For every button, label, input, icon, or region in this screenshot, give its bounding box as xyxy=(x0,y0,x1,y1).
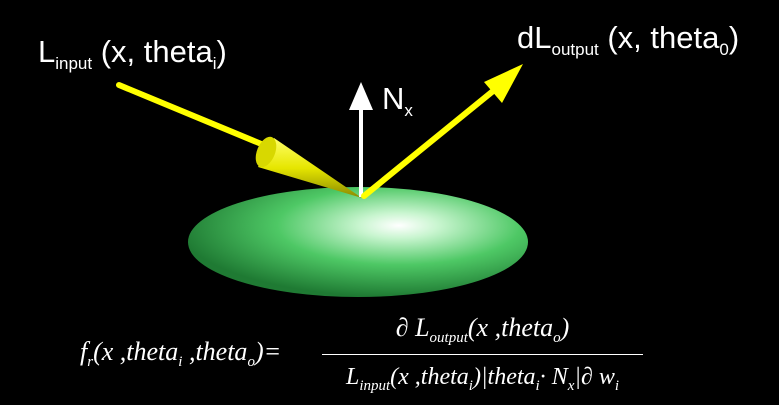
formula-fraction: ∂ Loutput(x ,thetao) Linput(x ,thetai)|t… xyxy=(322,312,643,402)
outgoing-label-sub: output xyxy=(551,40,599,59)
den-dot-n: · N xyxy=(539,364,568,390)
normal-label-base: N xyxy=(382,81,405,116)
formula-denominator: Linput(x ,thetai)|thetai· Nx|∂ wi xyxy=(322,361,643,402)
den-sub-i2: i xyxy=(535,378,540,394)
fraction-bar xyxy=(322,354,643,355)
normal-label-sub: x xyxy=(404,101,413,120)
num-partial-l: ∂ L xyxy=(395,313,430,342)
reflected-ray xyxy=(361,84,501,199)
formula-lhs-args: (x ,theta xyxy=(93,337,179,366)
den-sub-x: x xyxy=(567,378,575,394)
den-l: L xyxy=(345,364,360,390)
incident-label-sub: input xyxy=(55,54,93,73)
den-sub-i1: i xyxy=(468,378,473,394)
incident-arrowhead-base xyxy=(255,136,277,168)
formula-lhs-sub2: o xyxy=(247,354,255,370)
den-sub-input: input xyxy=(359,378,391,394)
formula-numerator: ∂ Loutput(x ,thetao) xyxy=(322,312,643,354)
normal-label: Nx xyxy=(382,83,413,119)
outgoing-label-args: (x, theta xyxy=(598,20,720,55)
surface-disk xyxy=(188,187,528,297)
incident-radiance-label: Linput (x, thetai) xyxy=(38,36,227,72)
den-sub-i3: i xyxy=(614,378,620,394)
outgoing-label-base: dL xyxy=(517,20,552,55)
num-args: (x ,theta xyxy=(467,313,554,342)
num-sub-output: output xyxy=(429,330,468,346)
outgoing-label-close: ) xyxy=(728,20,740,55)
incident-label-close: ) xyxy=(216,34,227,69)
incident-label-theta-sub: i xyxy=(212,54,217,73)
den-args: (x ,theta xyxy=(390,364,469,390)
formula-lhs-sub1: i xyxy=(178,354,183,370)
formula-lhs: fr(x ,thetai ,thetao)= xyxy=(80,337,281,371)
formula-f-sub: r xyxy=(87,354,94,370)
den-abs: )|theta xyxy=(472,364,536,390)
formula-lhs-close: )= xyxy=(254,337,282,366)
formula-lhs-mid: ,theta xyxy=(182,337,248,366)
incident-label-args: (x, theta xyxy=(92,34,213,69)
outgoing-radiance-label: dLoutput (x, theta0) xyxy=(517,22,739,58)
num-close: ) xyxy=(560,313,570,342)
normal-arrowhead xyxy=(349,82,373,110)
formula-f: f xyxy=(80,337,88,366)
num-sub-o: o xyxy=(553,330,561,346)
incident-label-base: L xyxy=(38,34,56,69)
outgoing-label-theta-sub: 0 xyxy=(719,40,729,59)
den-partial-w: |∂ w xyxy=(574,364,615,390)
incident-arrowhead xyxy=(258,138,362,198)
reflected-arrowhead xyxy=(484,64,523,103)
